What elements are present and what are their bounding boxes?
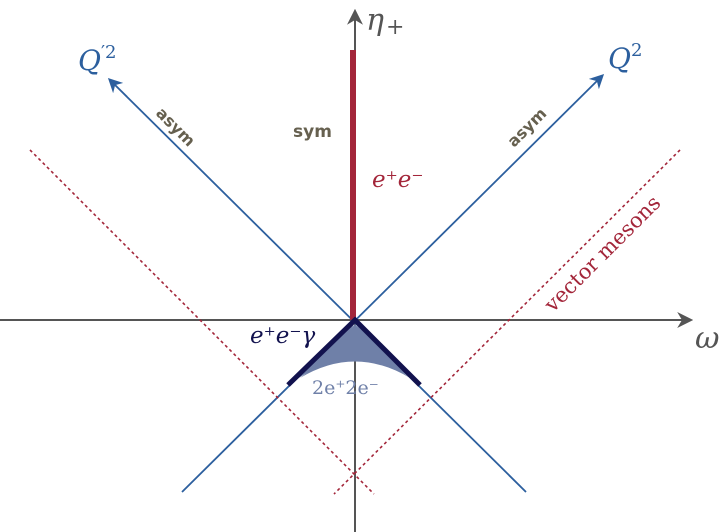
sym-label: sym [293, 122, 332, 142]
two-e-region-fill [300, 324, 410, 378]
two-e-label: 2e⁺2e⁻ [312, 377, 379, 399]
eegamma-label: e⁺e⁻γ [250, 323, 316, 349]
qprime2-label: Q′2 [78, 42, 117, 77]
ee-label: e⁺e⁻ [372, 167, 424, 193]
omega-label: ω [695, 321, 719, 356]
q2-axis [181, 73, 605, 493]
qprime2-axis [107, 77, 527, 493]
q2-label: Q2 [608, 40, 642, 75]
vector-mesons-label: vector mesons [539, 191, 666, 318]
vector-meson-line-right [333, 149, 681, 495]
asym-label-left: asym [152, 103, 199, 150]
eegamma-boundary [286, 316, 422, 387]
vector-meson-line-left [29, 149, 375, 495]
eta-label: η+ [366, 3, 404, 40]
asym-label-right: asym [503, 104, 550, 151]
